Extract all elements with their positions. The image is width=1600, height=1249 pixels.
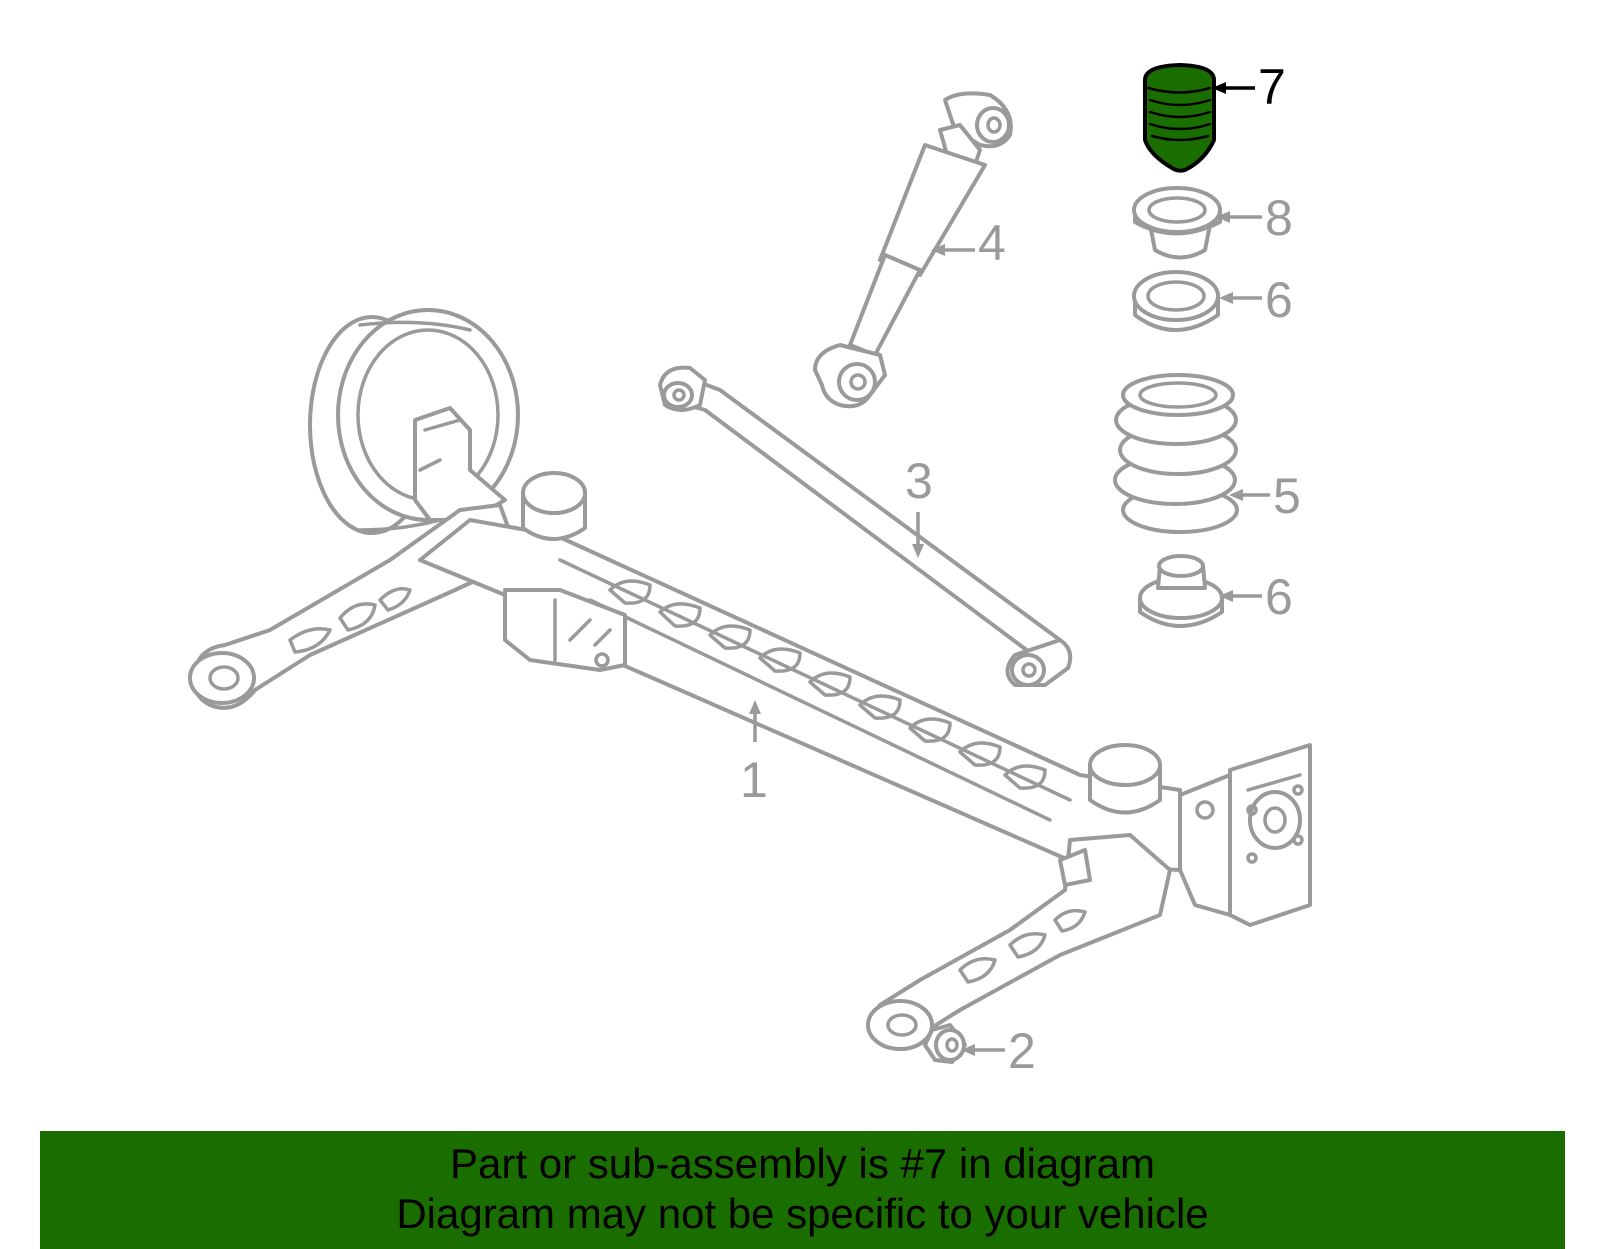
callout-7-label: 7 (1258, 59, 1286, 115)
beam-holes (608, 579, 1047, 790)
banner-line-1: Part or sub-assembly is #7 in diagram (450, 1140, 1155, 1187)
lower-insulator[interactable] (1138, 554, 1224, 628)
callout-6-upper-label: 6 (1265, 272, 1293, 328)
axle-beam (418, 518, 1182, 872)
callout-3[interactable]: 3 (905, 453, 933, 558)
callout-1-label: 1 (740, 752, 768, 808)
callout-2[interactable]: 2 (961, 1023, 1036, 1079)
track-bar[interactable] (658, 365, 1073, 687)
callout-8-label: 8 (1265, 190, 1293, 246)
callout-5-label: 5 (1273, 468, 1301, 524)
callout-8[interactable]: 8 (1216, 190, 1293, 246)
callout-3-label: 3 (905, 453, 933, 509)
jounce-bumper-highlighted[interactable] (1143, 63, 1216, 173)
callout-1[interactable]: 1 (740, 700, 768, 808)
banner-line-2: Diagram may not be specific to your vehi… (396, 1190, 1209, 1237)
callout-6-lower[interactable]: 6 (1219, 569, 1293, 625)
spring-seat[interactable] (1132, 186, 1222, 260)
callout-7[interactable]: 7 (1212, 59, 1286, 115)
bushing[interactable] (923, 1023, 967, 1064)
left-spring-perch (521, 471, 587, 541)
axle-assembly[interactable] (188, 308, 1312, 1051)
coil-spring[interactable] (1113, 373, 1239, 534)
callout-4-label: 4 (978, 215, 1006, 271)
callout-5[interactable]: 5 (1229, 468, 1301, 524)
left-bracket (413, 406, 507, 522)
right-spring-perch (1088, 743, 1162, 815)
callout-4[interactable]: 4 (931, 215, 1006, 271)
callout-6-lower-label: 6 (1265, 569, 1293, 625)
callout-6-upper[interactable]: 6 (1219, 272, 1293, 328)
left-spring-pocket (503, 588, 627, 672)
shock-absorber[interactable] (813, 91, 1013, 409)
info-banner: Part or sub-assembly is #7 in diagram Di… (40, 1131, 1565, 1249)
upper-insulator[interactable] (1132, 270, 1220, 332)
callout-2-label: 2 (1008, 1023, 1036, 1079)
